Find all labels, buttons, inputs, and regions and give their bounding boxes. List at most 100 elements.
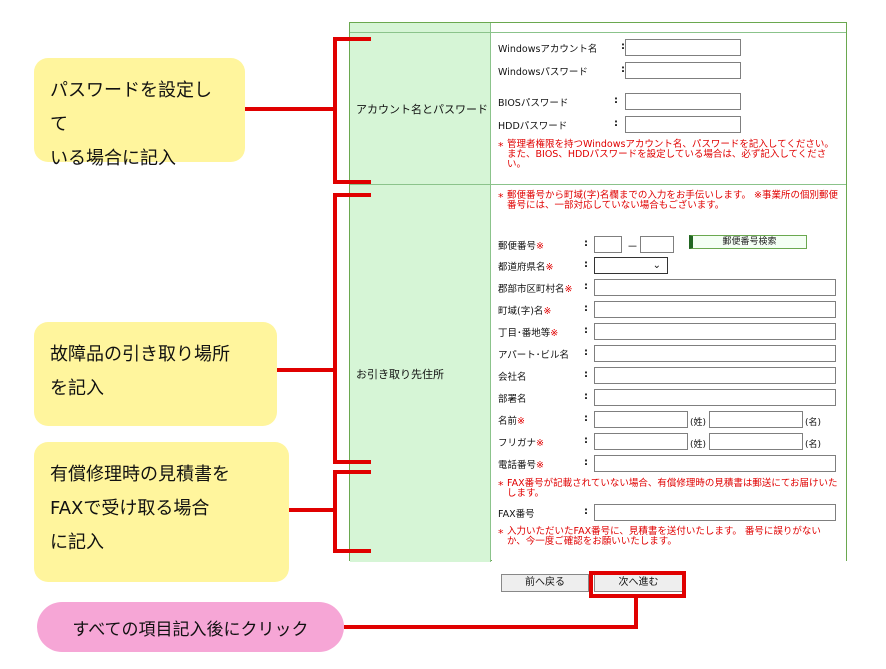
- chome-input[interactable]: [594, 323, 836, 340]
- building-input[interactable]: [594, 345, 836, 362]
- account-connector: [245, 107, 335, 111]
- hdd-password-row: HDDパスワード :: [498, 116, 840, 134]
- account-section: Windowsアカウント名 : Windowsパスワード : BIOSパスワード…: [492, 33, 846, 184]
- account-bracket-top: [333, 37, 371, 41]
- zip-label: 郵便番号※: [498, 241, 544, 252]
- phone-input[interactable]: [594, 455, 836, 472]
- address-note-text: 郵便番号から町域(字)名欄までの入力をお手伝いします。 ※事業所の個別郵便番号に…: [507, 190, 838, 211]
- windows-account-input[interactable]: [625, 39, 741, 56]
- asterisk-icon: *: [498, 527, 504, 540]
- colon: :: [584, 457, 588, 468]
- address-bracket-top: [333, 193, 371, 197]
- required-mark: ※: [564, 284, 573, 295]
- prefecture-row: 都道府県名※ : ⌄: [498, 257, 840, 275]
- password-callout-line2: いる場合に記入: [50, 148, 176, 169]
- fax-note-text: FAX番号が記載されていない場合、有償修理時の見積書は郵送にてお届けいたします。: [507, 478, 838, 499]
- name-label: 名前※: [498, 416, 525, 427]
- colon: :: [584, 435, 588, 446]
- address-bracket-bottom: [333, 460, 371, 464]
- row-separator: [350, 184, 846, 185]
- account-note: * 管理者権限を持つWindowsアカウント名、パスワードを記入してください。ま…: [498, 140, 838, 170]
- city-label: 郡部市区町村名※: [498, 284, 573, 295]
- last-name-input[interactable]: [594, 411, 688, 428]
- first-name-input[interactable]: [709, 411, 803, 428]
- chome-label: 丁目･番地等※: [498, 328, 559, 339]
- account-section-label: アカウント名とパスワード: [350, 33, 491, 184]
- town-input[interactable]: [594, 301, 836, 318]
- company-label: 会社名: [498, 372, 527, 383]
- fax-row: FAX番号 :: [498, 504, 840, 522]
- address-label-text: お引き取り先住所: [356, 367, 444, 381]
- zip-first-input[interactable]: [594, 236, 622, 253]
- fax-callout: 有償修理時の見積書を FAXで受け取る場合 に記入: [34, 442, 289, 582]
- name-row: 名前※ : (姓) (名): [498, 411, 840, 429]
- fax-bracket-bottom: [333, 549, 371, 553]
- last-name-suffix: (姓): [690, 418, 707, 428]
- colon: :: [584, 303, 588, 314]
- password-callout: パスワードを設定して いる場合に記入: [34, 58, 245, 169]
- password-callout-line1: パスワードを設定して: [50, 80, 212, 135]
- account-label-text: アカウント名とパスワード: [356, 102, 488, 116]
- account-bracket: [333, 37, 337, 184]
- fax-input[interactable]: [594, 504, 836, 521]
- account-note-text: 管理者権限を持つWindowsアカウント名、パスワードを記入してください。また、…: [507, 139, 834, 170]
- back-button[interactable]: 前へ戻る: [501, 574, 589, 592]
- chome-row: 丁目･番地等※ :: [498, 323, 840, 341]
- bios-password-row: BIOSパスワード :: [498, 93, 840, 111]
- windows-password-label: Windowsパスワード: [498, 67, 588, 78]
- last-kana-suffix: (姓): [690, 440, 707, 450]
- first-kana-suffix: (名): [805, 440, 822, 450]
- colon: :: [614, 118, 618, 129]
- zip-row: 郵便番号※ : － 郵便番号検索: [498, 235, 840, 254]
- windows-password-input[interactable]: [625, 62, 741, 79]
- colon: :: [584, 413, 588, 424]
- required-mark: ※: [536, 438, 544, 449]
- address-section: * 郵便番号から町域(字)名欄までの入力をお手伝いします。 ※事業所の個別郵便番…: [492, 185, 846, 562]
- bios-password-label: BIOSパスワード: [498, 98, 569, 109]
- colon: :: [584, 259, 588, 270]
- company-input[interactable]: [594, 367, 836, 384]
- click-connector-vertical: [634, 596, 638, 629]
- asterisk-icon: *: [498, 140, 504, 153]
- prefecture-label: 都道府県名※: [498, 262, 554, 273]
- pickup-callout-line2: を記入: [50, 378, 104, 399]
- zip-search-button[interactable]: 郵便番号検索: [689, 235, 807, 249]
- town-row: 町域(字)名※ :: [498, 301, 840, 319]
- phone-row: 電話番号※ :: [498, 455, 840, 473]
- click-callout: すべての項目記入後にクリック: [37, 602, 344, 652]
- required-mark: ※: [550, 328, 559, 339]
- click-connector: [344, 625, 638, 629]
- fax-label: FAX番号: [498, 509, 535, 520]
- colon: :: [584, 325, 588, 336]
- department-input[interactable]: [594, 389, 836, 406]
- address-connector: [277, 368, 335, 372]
- department-row: 部署名 :: [498, 389, 840, 407]
- fax-bracket-top: [333, 470, 371, 474]
- click-callout-text: すべての項目記入後にクリック: [72, 619, 309, 640]
- address-bracket: [333, 193, 337, 464]
- last-kana-input[interactable]: [594, 433, 688, 450]
- fax-bracket: [333, 470, 337, 553]
- first-kana-input[interactable]: [709, 433, 803, 450]
- building-label: アパート･ビル名: [498, 350, 570, 361]
- hdd-password-label: HDDパスワード: [498, 121, 568, 132]
- zip-separator: －: [627, 240, 638, 253]
- fax-note2: * 入力いただいたFAX番号に、見積書を送付いたします。 番号に誤りがないか、今…: [498, 527, 838, 547]
- zip-second-input[interactable]: [640, 236, 674, 253]
- town-label: 町域(字)名※: [498, 306, 552, 317]
- colon: :: [584, 238, 588, 249]
- fax-note: * FAX番号が記載されていない場合、有償修理時の見積書は郵送にてお届けいたしま…: [498, 479, 838, 499]
- windows-account-label: Windowsアカウント名: [498, 44, 598, 55]
- account-bracket-bottom: [333, 180, 371, 184]
- hdd-password-input[interactable]: [625, 116, 741, 133]
- repair-request-form: アカウント名とパスワード Windowsアカウント名 : Windowsパスワー…: [349, 22, 847, 562]
- prefecture-select[interactable]: ⌄: [594, 257, 668, 274]
- bios-password-input[interactable]: [625, 93, 741, 110]
- colon: :: [621, 41, 625, 52]
- colon: :: [621, 64, 625, 75]
- first-name-suffix: (名): [805, 418, 822, 428]
- colon: :: [584, 506, 588, 517]
- windows-password-row: Windowsパスワード :: [498, 62, 840, 80]
- city-input[interactable]: [594, 279, 836, 296]
- asterisk-icon: *: [498, 479, 504, 492]
